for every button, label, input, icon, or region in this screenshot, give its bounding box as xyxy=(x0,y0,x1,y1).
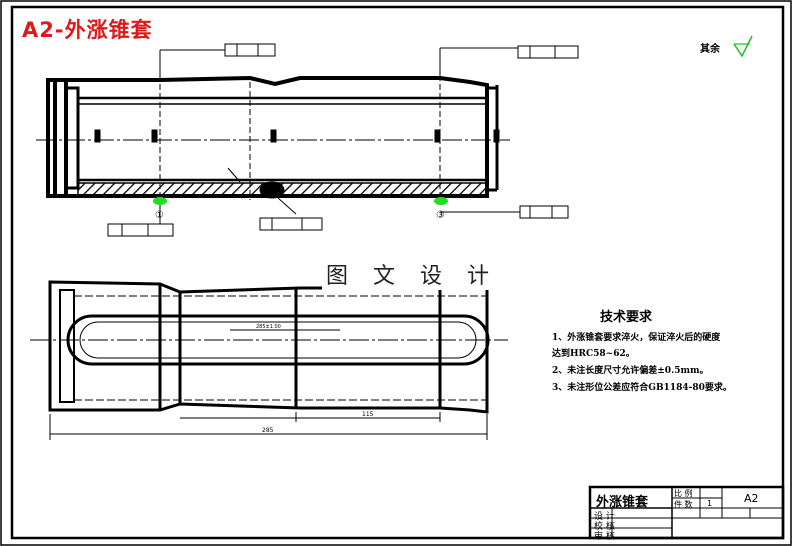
slot-length-dim: 115 xyxy=(362,411,374,418)
datum-marker-1: ① xyxy=(155,210,164,221)
bottom-plan-view xyxy=(30,280,508,440)
title-block-row-check: 校 核 xyxy=(594,522,615,532)
title-block xyxy=(588,485,785,540)
tolerance-annotations xyxy=(107,43,579,237)
datum-marker-3: ③ xyxy=(436,210,445,221)
tech-item-1b: 达到HRC58~62。 xyxy=(552,349,635,359)
datum-marker-3-shape xyxy=(434,197,448,205)
top-section-view xyxy=(36,66,510,200)
title-block-part-name: 外涨锥套 xyxy=(596,495,649,510)
tech-item-3: 3、未注形位公差应符合GB1184-80要求。 xyxy=(552,383,732,393)
tech-item-2: 2、未注长度尺寸允许偏差±0.5mm。 xyxy=(552,366,709,376)
overall-length-dim: 285 xyxy=(262,427,274,434)
title-block-scale-label: 比 例 xyxy=(674,489,693,498)
surface-finish-icon xyxy=(733,35,753,58)
watermark-text: 图 文 设 计 xyxy=(322,258,502,290)
title-block-row-design: 设 计 xyxy=(594,512,615,522)
title-block-sheet-size: A2 xyxy=(744,492,759,505)
rest-surface-label: 其余 xyxy=(700,44,720,55)
tech-item-1: 1、外涨锥套要求淬火，保证淬火后的硬度 xyxy=(552,333,721,343)
inner-slot-dim: 285±1.00 xyxy=(256,324,281,330)
technical-requirements-title: 技术要求 xyxy=(600,310,653,325)
title-block-qty-value: 1 xyxy=(707,499,713,508)
datum-marker-1-shape xyxy=(153,197,167,205)
inner-border xyxy=(10,5,785,540)
title-block-row-approve: 审 核 xyxy=(594,532,615,542)
title-block-qty-label: 件 数 xyxy=(674,500,693,509)
drawing-title: A2-外涨锥套 xyxy=(22,18,153,42)
